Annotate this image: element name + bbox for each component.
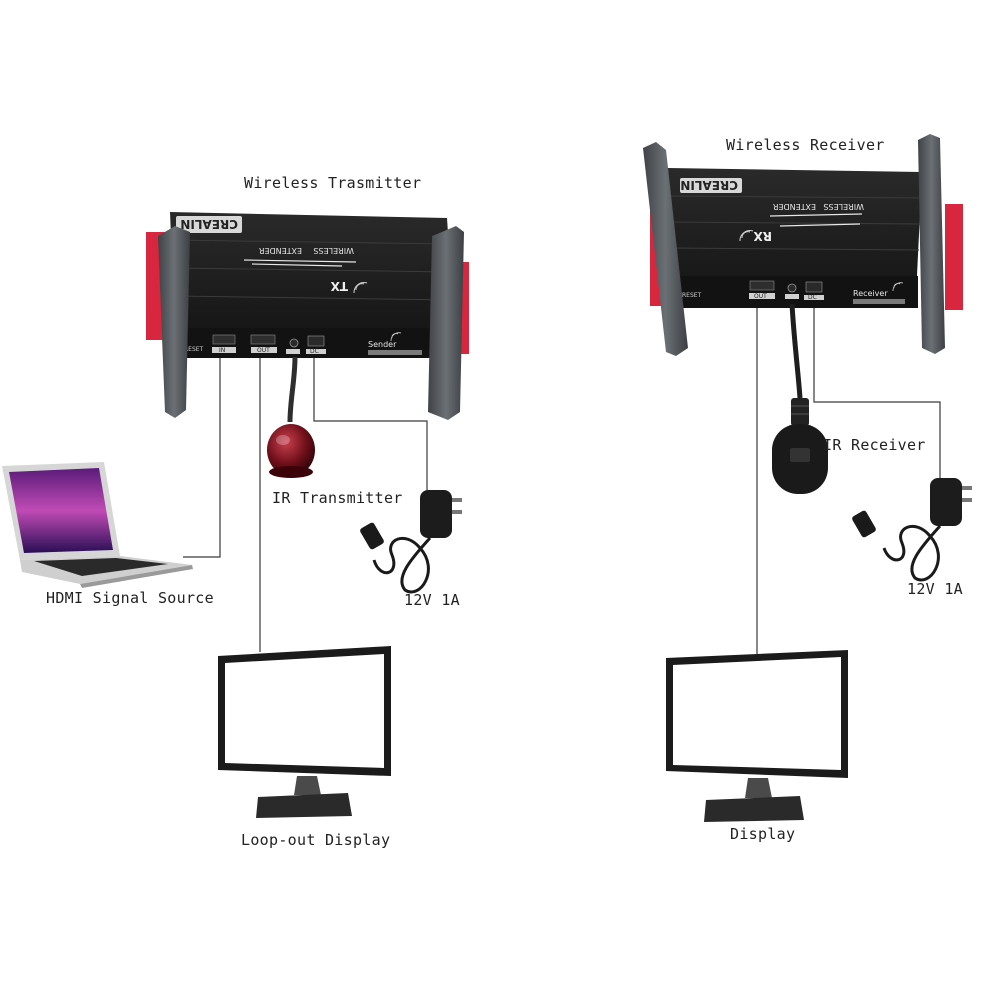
ir-transmitter-label: IR Transmitter xyxy=(272,489,403,507)
rx-brand-badge xyxy=(680,178,742,193)
tx-antenna-left xyxy=(158,226,190,418)
connection-lines xyxy=(183,305,941,655)
rx-port-out-label: OUT xyxy=(754,293,767,300)
tx-port-dc-label: DC xyxy=(310,348,319,355)
tx-brand-text: CREALIN xyxy=(180,217,238,231)
receiver-monitor-screen xyxy=(673,657,841,770)
loopout-monitor-base xyxy=(256,793,352,818)
rx-body xyxy=(668,168,922,300)
rx-adapter-body xyxy=(930,478,962,526)
transmitter-title: Wireless Trasmitter xyxy=(244,174,422,192)
ir-rx-cable xyxy=(789,303,803,399)
receiver-title: Wireless Receiver xyxy=(726,136,885,154)
rx-receiver-text: Receiver xyxy=(853,289,888,298)
receiver-monitor-base xyxy=(704,796,804,822)
rx-antenna-right xyxy=(918,134,945,354)
ir-tx-dome xyxy=(267,424,315,476)
display-label: Display xyxy=(730,825,796,843)
rx-extender-line1: WIRELESS xyxy=(823,202,864,211)
rx-power-label: 12V 1A xyxy=(907,580,963,598)
loopout-monitor-screen xyxy=(225,654,384,768)
ir-transmitter-device xyxy=(267,356,315,478)
hdmi-source-label: HDMI Signal Source xyxy=(46,589,214,607)
rx-antenna-left xyxy=(643,142,688,356)
laptop-screen xyxy=(9,468,113,553)
rx-port-reset-label: RESET xyxy=(682,292,702,299)
rx-mark: RX xyxy=(753,229,772,243)
receiver-monitor xyxy=(666,650,848,822)
loopout-monitor-stand xyxy=(294,776,321,795)
tx-port-reset-label: RESET xyxy=(184,346,204,353)
tx-sender-text: Sender xyxy=(368,340,397,349)
tx-extender-line2: EXTENDER xyxy=(258,246,302,255)
ir-receiver-label: IR Receiver xyxy=(823,436,926,454)
tx-brand-badge xyxy=(176,216,242,233)
laptop-hdmi-source xyxy=(2,462,193,588)
wireless-transmitter-device: CREALIN WIRELESS EXTENDER TX RESET IN OU… xyxy=(146,212,469,420)
receiver-monitor-stand xyxy=(745,778,772,798)
rx-bracket-right xyxy=(945,204,963,310)
tx-adapter-body xyxy=(420,490,452,538)
rx-port-dc-label: DC xyxy=(808,294,817,301)
tx-power-label: 12V 1A xyxy=(404,591,460,609)
tx-mark: TX xyxy=(330,279,348,293)
loopout-monitor xyxy=(218,646,391,818)
tx-extender-line1: WIRELESS xyxy=(313,246,354,255)
tx-port-out-label: OUT xyxy=(257,347,270,354)
rx-brand-text: CREALIN xyxy=(680,178,738,192)
laptop-keyboard xyxy=(34,558,168,576)
ir-receiver-device xyxy=(772,303,828,494)
tx-power-line xyxy=(313,358,428,490)
rx-extender-line2: EXTENDER xyxy=(772,202,816,211)
tx-power-adapter xyxy=(360,490,462,594)
wireless-receiver-device: CREALIN WIRELESS EXTENDER RX RESET OUT D… xyxy=(643,134,963,356)
tx-body xyxy=(170,212,455,340)
rx-power-adapter xyxy=(852,478,972,582)
tx-port-in-label: IN xyxy=(219,347,225,354)
rx-adapter-cable xyxy=(882,524,942,582)
ir-tx-cable xyxy=(287,356,298,423)
tx-adapter-cable xyxy=(372,536,432,594)
hdmi-in-line xyxy=(183,355,221,558)
rx-power-line xyxy=(813,305,941,478)
loopout-display-label: Loop-out Display xyxy=(241,831,391,849)
tx-antenna-right xyxy=(428,226,464,420)
